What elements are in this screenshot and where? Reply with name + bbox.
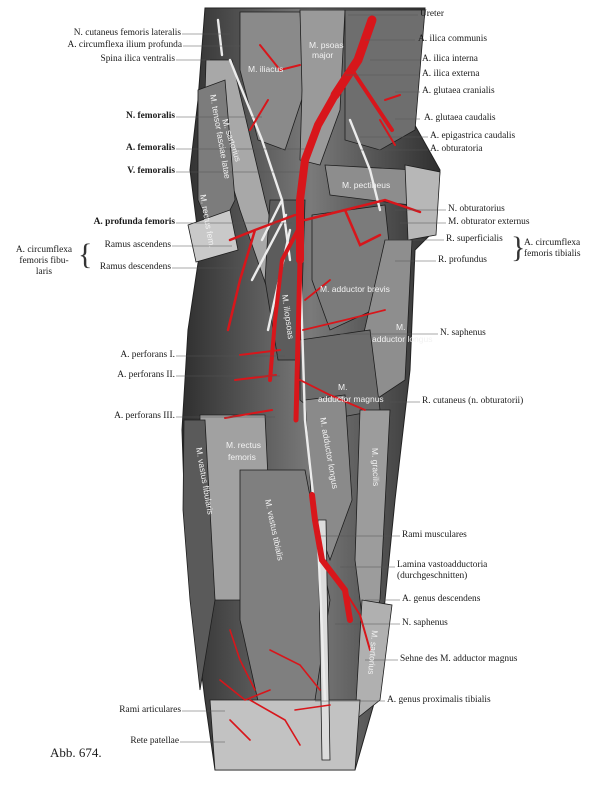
- label-a-glutaea-cranialis: A. glutaea cranialis: [422, 86, 495, 96]
- rectus-label-1: M. rectus: [226, 440, 261, 450]
- label-a-femoralis: A. femoralis: [126, 143, 175, 153]
- label-a-ilica-interna: A. ilica interna: [422, 54, 478, 64]
- label-ramus-ascendens: Ramus ascendens: [104, 240, 171, 250]
- label-lamina-vastoadductoria: Lamina vastoadductoria: [397, 560, 488, 570]
- gracilis-label: M. gracilis: [370, 448, 381, 487]
- group-left-line1: A. circumflexa: [15, 245, 73, 255]
- adductor-longus-label-1: M.: [396, 322, 405, 332]
- group-right-line1: A. circumflexa: [524, 238, 581, 248]
- label-spina-ilica-ventralis: Spina ilica ventralis: [100, 54, 175, 64]
- common-iliac-artery: [330, 15, 377, 100]
- right-brace: }: [511, 231, 526, 264]
- adductor-magnus-label-2: adductor magnus: [318, 394, 384, 404]
- label-r-cutaneus: R. cutaneus (n. obturatorii): [422, 396, 524, 406]
- rectus-label-2: femoris: [228, 452, 256, 462]
- label-a-perforans-3: A. perforans III.: [114, 411, 175, 421]
- label-sehne-adductor-magnus: Sehne des M. adductor magnus: [400, 654, 518, 664]
- figure-label: Abb. 674.: [50, 745, 102, 760]
- adductor-longus-label-2: adductor longus: [372, 334, 433, 344]
- label-a-circumflexa-ilium-profunda: A. circumflexa ilium profunda: [67, 40, 182, 50]
- label-m-obturator-externus: M. obturator externus: [448, 217, 530, 227]
- circumflex-lateral-branches: [226, 213, 297, 332]
- vastus-fibularis-muscle: [182, 419, 216, 691]
- external-iliac-femoral-artery: [296, 91, 339, 264]
- label-n-saphenus-lower: N. saphenus: [402, 618, 448, 628]
- psoas-label-1: M. psoas: [309, 40, 344, 50]
- label-a-genus-descendens: A. genus descendens: [402, 594, 481, 604]
- genus-descendens-branch: [334, 574, 371, 651]
- femoral-nerve-path: [228, 58, 292, 262]
- label-rete-patellae: Rete patellae: [130, 736, 179, 746]
- label-a-glutaea-caudalis: A. glutaea caudalis: [424, 113, 496, 123]
- group-left-line3: laris: [35, 267, 53, 277]
- sartorius-low-label: M. sartorius: [366, 630, 380, 675]
- label-ramus-descendens: Ramus descendens: [99, 262, 171, 272]
- label-a-ilica-externa: A. ilica externa: [422, 69, 480, 79]
- label-n-cutaneus-femoris-lateralis: N. cutaneus femoris lateralis: [73, 28, 181, 38]
- femoral-artery-lower: [293, 257, 303, 423]
- label-a-profunda-femoris: A. profunda femoris: [93, 217, 175, 227]
- pectineus-label: M. pectineus: [342, 180, 390, 190]
- saphenous-tendon-strip: [317, 519, 331, 761]
- label-n-saphenus-upper: N. saphenus: [440, 328, 486, 338]
- label-a-perforans-2: A. perforans II.: [117, 370, 175, 380]
- group-right-line2: femoris tibialis: [524, 249, 581, 259]
- group-left-line2: femoris fibu-: [19, 256, 69, 266]
- label-a-perforans-1: A. perforans I.: [120, 350, 175, 360]
- adductor-cut-block: [404, 164, 441, 241]
- group-circumflexa-tibialis: A. circumflexa femoris tibialis: [524, 238, 581, 260]
- label-n-obturatorius: N. obturatorius: [448, 204, 505, 214]
- psoas-label-2: major: [312, 50, 333, 60]
- iliacus-label: M. iliacus: [248, 64, 283, 74]
- femoral-artery-distal: [309, 492, 353, 623]
- adductor-brevis-label: M. adductor brevis: [320, 284, 390, 294]
- circumflex-medial-branches: [303, 198, 422, 247]
- rete-patellae-net: [219, 629, 331, 746]
- obturator-nerve-path: [348, 118, 382, 212]
- label-a-obturatoria: A. obturatoria: [430, 144, 483, 154]
- iliac-branches: [249, 44, 401, 146]
- arteries: [219, 15, 422, 746]
- adductor-magnus-muscle: [299, 329, 381, 421]
- label-rami-articulares: Rami articulares: [119, 705, 181, 715]
- label-n-femoralis: N. femoralis: [126, 111, 175, 121]
- label-rami-musculares: Rami musculares: [402, 530, 467, 540]
- nerves: [216, 18, 382, 702]
- label-r-superficialis: R. superficialis: [446, 234, 503, 244]
- saphenous-nerve-path: [298, 258, 327, 702]
- label-v-femoralis: V. femoralis: [127, 166, 175, 176]
- left-brace: {: [78, 238, 93, 271]
- label-durchgeschnitten: (durchgeschnitten): [397, 571, 468, 581]
- muscular-branches: [299, 279, 386, 411]
- label-a-genus-proximalis-tibialis: A. genus proximalis tibialis: [387, 695, 491, 705]
- group-circumflexa-fibularis: A. circumflexa femoris fibu- laris: [8, 245, 80, 278]
- adductor-magnus-label-1: M.: [338, 382, 347, 392]
- leader-lines: [172, 14, 446, 743]
- cutaneous-nerve-path: [216, 18, 224, 57]
- internal-iliac-artery: [350, 68, 394, 132]
- label-r-profundus: R. profundus: [438, 255, 487, 265]
- knee-region: [209, 699, 361, 771]
- label-ureter: Ureter: [420, 9, 444, 19]
- label-a-epigastrica-caudalis: A. epigastrica caudalis: [430, 131, 516, 141]
- label-a-ilica-communis: A. ilica communis: [418, 34, 487, 44]
